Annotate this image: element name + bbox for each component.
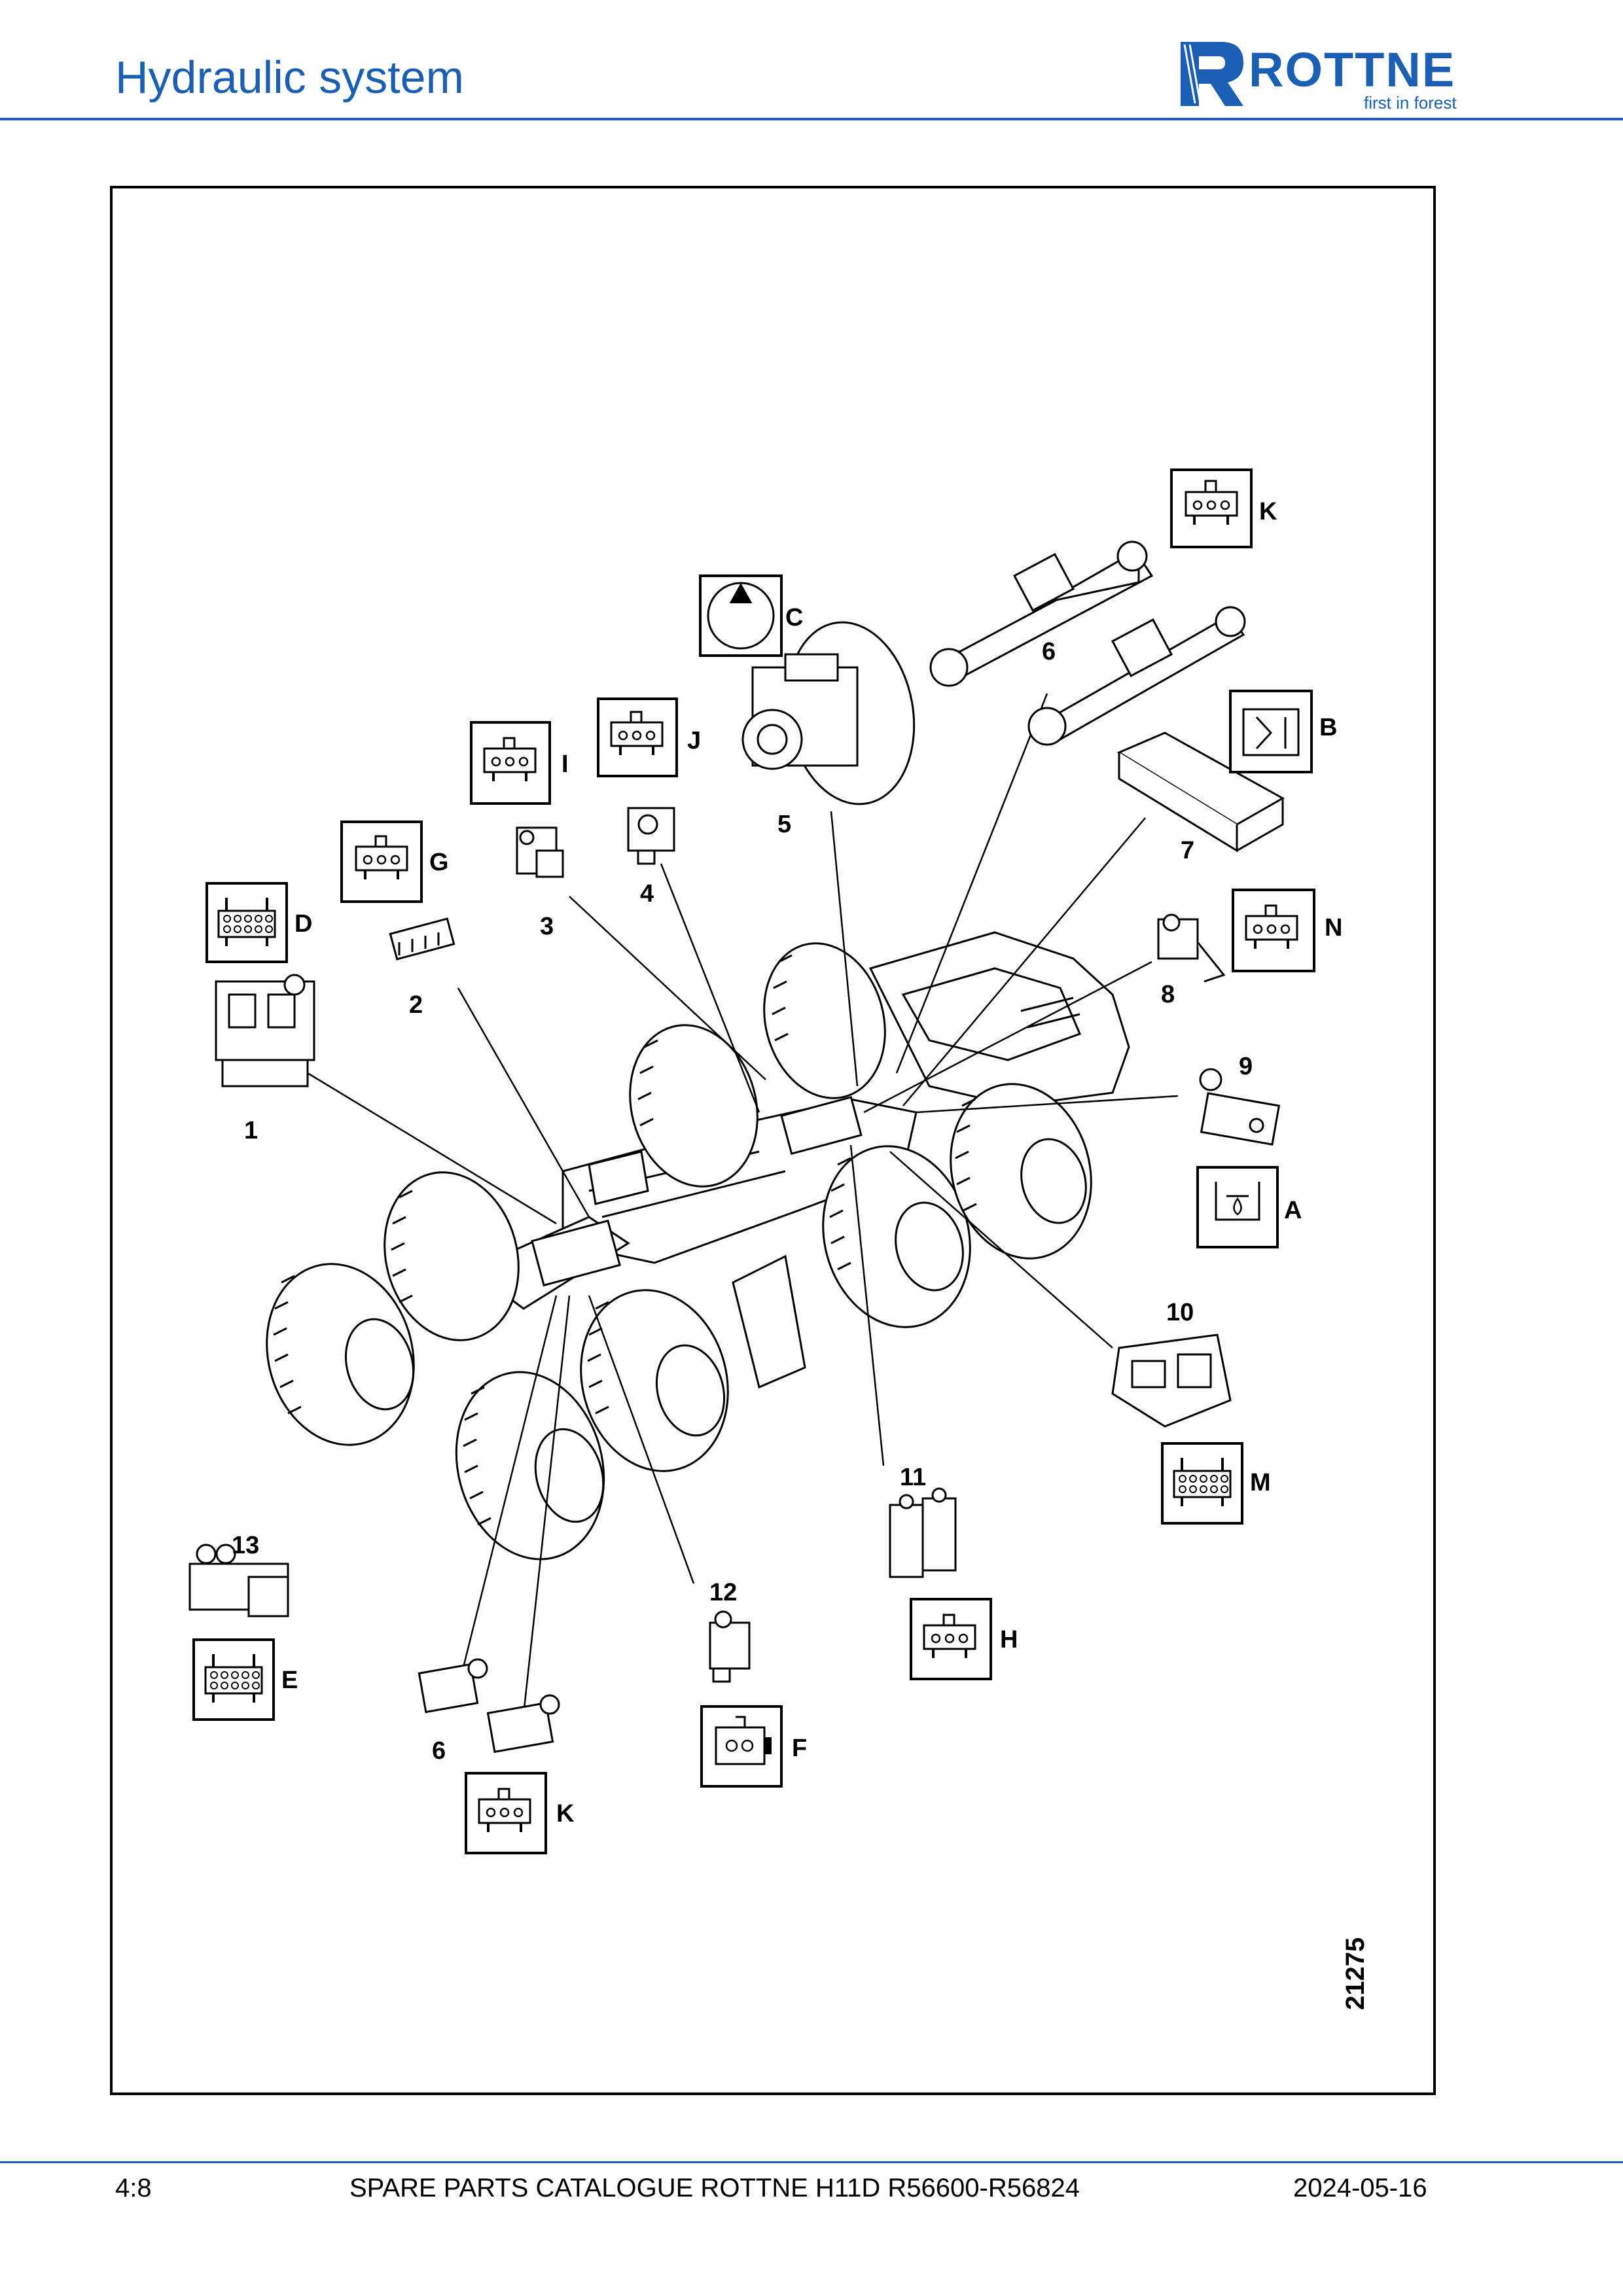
frame-valve-cluster [531, 1095, 863, 1287]
component-3-valve [516, 826, 564, 878]
callout-2: 2 [409, 991, 423, 1019]
tire-rear-left [629, 1024, 758, 1188]
symbol-n [1232, 889, 1315, 972]
component-7-cooler [1116, 732, 1285, 853]
symbol-boxes [192, 468, 1315, 1854]
symbol-h [910, 1598, 992, 1680]
symbol-m [1161, 1442, 1243, 1525]
footer-rule [0, 2161, 1623, 2163]
tire-group [266, 942, 1092, 1561]
label-d: D [294, 910, 312, 938]
tire-front-right [455, 1371, 605, 1561]
tire-rear-left-2 [763, 942, 886, 1099]
symbol-c-pump [699, 574, 783, 657]
component-2-valve [389, 917, 455, 961]
component-6-cylinders-top [929, 540, 1246, 746]
figure-frame [110, 186, 1436, 2095]
tire-rear-right [822, 1145, 971, 1328]
label-a: A [1284, 1197, 1302, 1224]
tire-rear-right-2 [950, 1083, 1092, 1260]
symbol-d [205, 882, 288, 963]
callout-1: 1 [244, 1117, 258, 1144]
label-k-top: K [1259, 498, 1277, 525]
label-e: E [281, 1667, 298, 1694]
callout-6-bottom: 6 [432, 1737, 446, 1765]
rottne-logo: ROTTNE first in forest [1175, 38, 1516, 113]
component-4-valve [627, 807, 675, 865]
label-g: G [429, 849, 449, 876]
page-number: 4:8 [115, 2174, 152, 2202]
logo-wordmark: ROTTNE [1249, 43, 1456, 97]
page-title: Hydraulic system [115, 52, 464, 103]
symbol-f-solenoid [700, 1705, 783, 1788]
symbol-g [340, 821, 423, 903]
components [188, 540, 1285, 1754]
symbol-b-cooler [1229, 690, 1313, 773]
component-12-valve [709, 1610, 751, 1683]
component-5-pump [741, 621, 916, 805]
component-9-valve [1199, 1068, 1281, 1146]
tire-front-right-2 [580, 1289, 729, 1472]
callout-7: 7 [1181, 837, 1194, 864]
label-b: B [1319, 714, 1337, 741]
symbol-j [597, 698, 678, 777]
component-10-valve-block [1111, 1333, 1232, 1428]
callout-10: 10 [1166, 1299, 1194, 1326]
publication-date: 2024-05-16 [1293, 2174, 1427, 2202]
component-6-lower-valves [418, 1658, 560, 1754]
label-c: C [785, 604, 803, 631]
symbol-k-bottom [465, 1772, 547, 1854]
component-11-valve-stack [889, 1487, 957, 1578]
logo-tagline: first in forest [1364, 93, 1457, 113]
label-k-bottom: K [556, 1800, 575, 1828]
label-n: N [1325, 914, 1342, 942]
header-rule [0, 118, 1623, 120]
component-8-valve [1157, 913, 1226, 983]
symbol-a-tank [1196, 1166, 1279, 1248]
label-j: J [687, 727, 701, 754]
component-13-valve-block [188, 1544, 289, 1617]
callout-9: 9 [1239, 1053, 1253, 1080]
rottne-r-emblem-icon [1181, 42, 1243, 106]
label-i: I [562, 751, 569, 778]
callout-5: 5 [777, 811, 791, 838]
label-f: F [792, 1735, 807, 1762]
leader-lines [307, 693, 1179, 1715]
callout-6-top: 6 [1042, 638, 1056, 665]
symbol-k-top [1170, 468, 1253, 548]
catalogue-title: SPARE PARTS CATALOGUE ROTTNE H11D R56600… [349, 2174, 1080, 2202]
tire-front-left [266, 1263, 415, 1446]
component-1-main-valve [215, 974, 315, 1087]
callout-4: 4 [640, 880, 654, 908]
callout-13: 13 [232, 1532, 259, 1559]
figure-number: 21275 [1341, 1937, 1370, 2010]
callout-11: 11 [900, 1464, 926, 1491]
callout-8: 8 [1161, 981, 1175, 1008]
tire-front-left-2 [383, 1171, 520, 1341]
symbol-i [470, 721, 551, 805]
label-h: H [1000, 1626, 1018, 1653]
symbol-e [192, 1638, 275, 1721]
callout-12: 12 [709, 1579, 737, 1606]
callout-3: 3 [540, 913, 554, 940]
label-m: M [1250, 1469, 1271, 1496]
